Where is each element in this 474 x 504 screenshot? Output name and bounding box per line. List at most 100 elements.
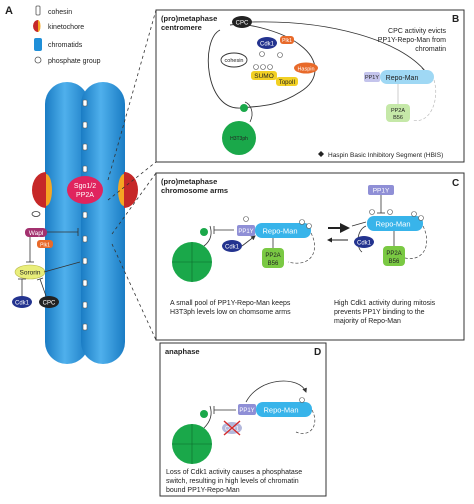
- wapl-node: [25, 228, 47, 237]
- panel-a: A cohesin kinetochore chromatids phospha…: [5, 5, 157, 364]
- panel-c-title-2: chromosome arms: [161, 186, 228, 195]
- panel-b: B (pro)metaphase centromere CPC activity…: [155, 9, 465, 163]
- svg-text:Haspin: Haspin: [297, 67, 314, 73]
- svg-text:PP2A: PP2A: [391, 108, 405, 114]
- cdk1-node-a: [12, 296, 32, 308]
- panel-c-letter: C: [452, 178, 459, 189]
- pp2a-label: PP2A: [76, 192, 94, 199]
- panel-c-right-text-3: majority of Repo-Man: [334, 318, 401, 325]
- topoii-node: [276, 77, 298, 86]
- repoman-node-d: [256, 402, 312, 417]
- panel-d-frame: [159, 342, 327, 497]
- svg-text:PP1Y: PP1Y: [373, 188, 390, 195]
- svg-text:Plk1: Plk1: [282, 38, 292, 44]
- svg-text:Cdk1: Cdk1: [225, 427, 240, 433]
- cohesin-legend-icon: [35, 5, 41, 16]
- repoman-node-c: [255, 223, 311, 238]
- chromatid-legend-icon: [34, 38, 42, 51]
- panel-b-title-1: (pro)metaphase: [161, 14, 217, 23]
- cpc-node-a: [39, 296, 59, 308]
- svg-text:Cdk1: Cdk1: [225, 245, 240, 251]
- plk1-node-b: [280, 36, 294, 44]
- svg-text:H3T3ph: H3T3ph: [230, 136, 248, 142]
- panel-d-letter: D: [314, 347, 321, 358]
- kinetochore-legend-icon: [33, 20, 38, 32]
- svg-text:PP2A: PP2A: [265, 253, 280, 259]
- left-chromatid: [45, 82, 89, 364]
- panel-a-legend: cohesin kinetochore chromatids phosphate…: [33, 5, 101, 65]
- repoman-faded: [380, 70, 434, 84]
- panel-connectors: [107, 9, 157, 341]
- plk1-node: [37, 240, 53, 248]
- free-cohesin-icon: [31, 211, 41, 217]
- cdk1-node-c2: [354, 236, 374, 248]
- panel-d-title: anaphase: [165, 347, 200, 356]
- legend-phosphate: phosphate group: [48, 58, 101, 65]
- legend-kinetochore: kinetochore: [48, 24, 84, 31]
- svg-text:TopoII: TopoII: [279, 80, 296, 86]
- panel-b-note-1: CPC activity evicts: [388, 28, 446, 35]
- right-kinetochore: [124, 172, 138, 208]
- panel-c-right-text-2: prevents PP1Y binding to the: [334, 309, 425, 316]
- cohesin-ring-b: [220, 52, 248, 68]
- svg-text:Sororin: Sororin: [20, 270, 41, 277]
- svg-text:Repo-Man: Repo-Man: [262, 227, 297, 236]
- pp1y-faded: [364, 72, 380, 82]
- panel-b-footnote: Haspin Basic Inhibitory Segment (HBIS): [328, 152, 443, 159]
- pp1y-free-node-c: [368, 185, 394, 195]
- panel-d: D anaphase PP1Y Repo-Man Cdk1 Loss of Cd…: [159, 342, 327, 497]
- panel-a-letter: A: [5, 5, 13, 17]
- svg-text:Repo-Man: Repo-Man: [263, 406, 298, 415]
- pp1y-node-c: [237, 225, 255, 236]
- hbis-icon: [318, 151, 324, 157]
- svg-text:Cdk1: Cdk1: [357, 241, 372, 247]
- right-chromatid: [81, 82, 125, 364]
- svg-text:PP1Y: PP1Y: [365, 75, 379, 81]
- svg-text:B56: B56: [389, 259, 400, 265]
- svg-text:PP2A: PP2A: [386, 251, 401, 257]
- sumo-node: [251, 71, 277, 80]
- pp2a-b56-faded: [386, 104, 410, 122]
- panel-b-note-2: PP1Y-Repo-Man from: [378, 37, 446, 44]
- phosphates-b: [253, 51, 283, 70]
- panel-b-frame: [155, 9, 465, 163]
- pp2a-b56-node-c2: [383, 246, 405, 266]
- svg-text:PP1Y: PP1Y: [238, 229, 253, 235]
- cdk1-node-b: [257, 37, 277, 49]
- cohesin-marks: [82, 99, 88, 331]
- panel-c-left-text-2: H3T3ph levels low on chomsome arms: [170, 309, 291, 316]
- svg-text:Cdk1: Cdk1: [260, 42, 275, 48]
- svg-text:B56: B56: [268, 261, 279, 267]
- repoman-node-c2: [367, 216, 423, 231]
- svg-text:Wapl: Wapl: [29, 230, 44, 237]
- legend-chromatids: chromatids: [48, 42, 83, 49]
- svg-text:cohesin: cohesin: [225, 58, 244, 64]
- pp2a-b56-node-c1: [262, 248, 284, 268]
- panel-c-title-1: (pro)metaphase: [161, 177, 217, 186]
- cdk1-node-c1: [222, 240, 242, 252]
- svg-text:Cdk1: Cdk1: [15, 301, 30, 307]
- svg-text:Repo-Man: Repo-Man: [375, 220, 410, 229]
- panel-b-letter: B: [452, 14, 459, 25]
- panel-c: C (pro)metaphase chromosome arms PP1Y Re…: [155, 172, 465, 341]
- sgo-label: Sgo1/2: [74, 183, 96, 190]
- panel-d-caption-3: bound PP1Y-Repo-Man: [166, 487, 240, 494]
- left-kinetochore: [32, 172, 46, 208]
- svg-text:CPC: CPC: [236, 21, 249, 27]
- sgo-pp2a-blob: [67, 176, 103, 204]
- svg-text:PP1Y: PP1Y: [239, 408, 254, 414]
- cpc-eviction-arrow: [251, 21, 427, 73]
- svg-text:B56: B56: [393, 115, 403, 121]
- panel-c-right-text-1: High Cdk1 activity during mitosis: [334, 300, 436, 307]
- nucleosome-b: [222, 121, 256, 155]
- panel-d-caption-1: Loss of Cdk1 activity causes a phosphata…: [166, 469, 302, 476]
- svg-text:Repo-Man: Repo-Man: [386, 75, 419, 82]
- haspin-node: [294, 62, 318, 74]
- panel-c-left-text-1: A small pool of PP1Y-Repo-Man keeps: [170, 300, 291, 307]
- cpc-node-b: [232, 16, 252, 28]
- panel-d-caption-2: switch, resulting in high levels of chro…: [166, 478, 299, 485]
- svg-text:Plk1: Plk1: [40, 243, 50, 249]
- svg-text:SUMO: SUMO: [254, 73, 274, 80]
- panel-b-title-2: centromere: [161, 23, 202, 32]
